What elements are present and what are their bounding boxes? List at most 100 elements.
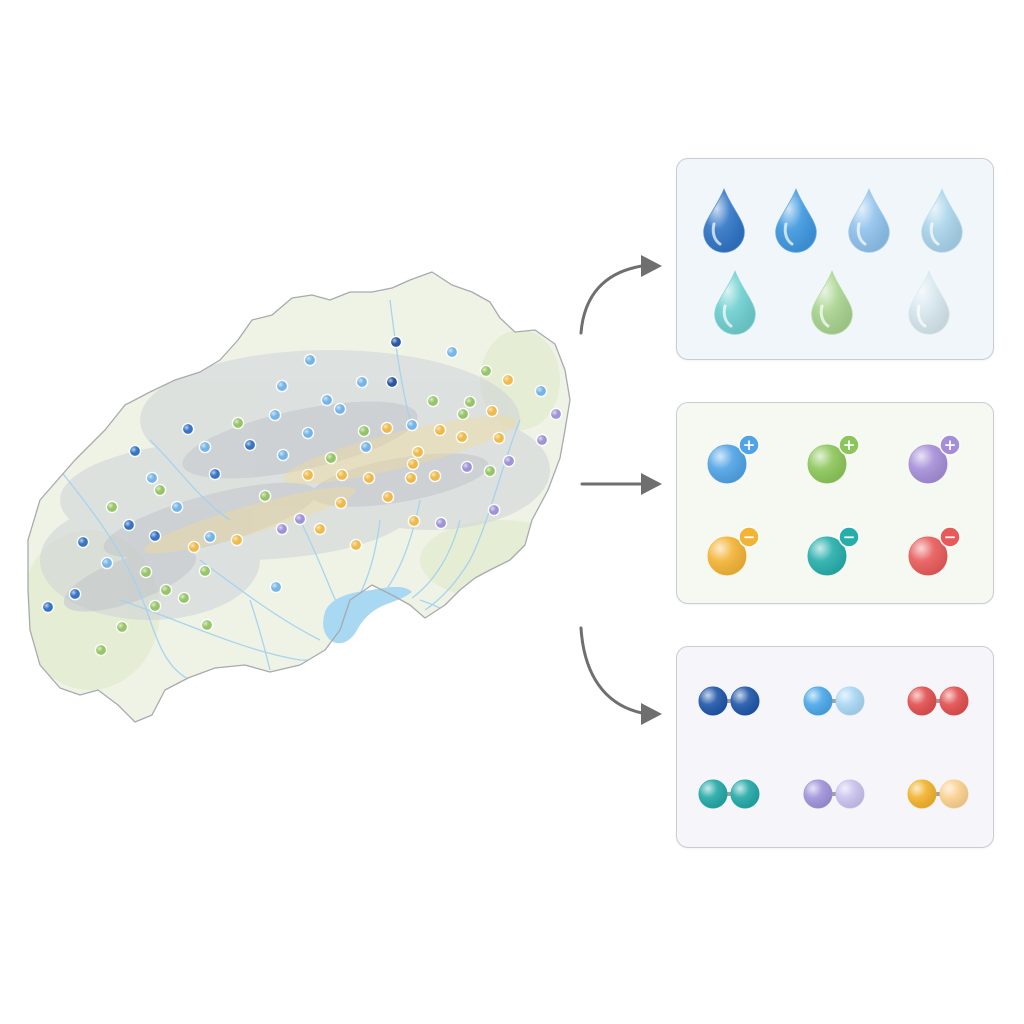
diatomic-molecule-icon: [907, 779, 969, 809]
sample-point: [405, 418, 419, 432]
arrowhead-middle: [641, 473, 662, 495]
diatomic-molecule-icon: [803, 686, 865, 716]
sample-point: [407, 514, 421, 528]
cation-icon: +: [908, 434, 961, 484]
sample-point: [115, 620, 129, 634]
sample-point: [428, 469, 442, 483]
anion-icon: −: [707, 526, 760, 576]
diatomic-molecule-icon: [698, 779, 760, 809]
sample-point: [258, 489, 272, 503]
sample-point: [455, 430, 469, 444]
sample-point: [230, 533, 244, 547]
sample-point: [501, 373, 515, 387]
sample-point: [487, 503, 501, 517]
sample-point: [385, 375, 399, 389]
sample-point: [434, 516, 448, 530]
water-drop-icon: [908, 269, 950, 335]
sample-point: [268, 408, 282, 422]
charge-sign: −: [843, 528, 856, 546]
arrow-to-water-panel: [579, 264, 644, 335]
sample-point: [320, 393, 334, 407]
sample-point: [303, 353, 317, 367]
charge-sign: −: [743, 528, 756, 546]
sample-point: [404, 471, 418, 485]
sample-point: [362, 471, 376, 485]
water-drops: [703, 187, 963, 335]
sample-point: [456, 407, 470, 421]
diatomic-molecule-icon: [698, 686, 760, 716]
cation-icon: +: [707, 434, 760, 484]
terrain: [28, 272, 570, 722]
diatomic-molecule-icon: [803, 779, 865, 809]
sample-point: [485, 404, 499, 418]
sample-point: [243, 438, 257, 452]
sample-point: [492, 431, 506, 445]
sample-point: [534, 384, 548, 398]
sample-point: [535, 433, 549, 447]
ions: + + + − − −: [707, 434, 961, 576]
sample-point: [203, 530, 217, 544]
sample-point: [145, 471, 159, 485]
sample-point: [41, 600, 55, 614]
sample-point: [502, 454, 516, 468]
anion-icon: −: [807, 526, 860, 576]
water-drop-icon: [848, 187, 890, 253]
sample-point: [148, 529, 162, 543]
water-drop-icon: [714, 269, 756, 335]
sample-point: [269, 580, 283, 594]
sample-point: [349, 538, 363, 552]
sample-point: [333, 402, 347, 416]
sample-point: [355, 375, 369, 389]
sample-point: [198, 440, 212, 454]
sample-point: [208, 467, 222, 481]
water-drop-icon: [703, 187, 745, 253]
sample-point: [200, 618, 214, 632]
sample-point: [406, 457, 420, 471]
sample-point: [479, 364, 493, 378]
water-drop-icon: [921, 187, 963, 253]
sample-point: [76, 535, 90, 549]
sample-point: [139, 565, 153, 579]
sample-point: [334, 496, 348, 510]
water-drop-icon: [811, 269, 853, 335]
sample-point: [389, 335, 403, 349]
sample-point: [153, 483, 167, 497]
map-border: [27, 271, 571, 723]
arrowhead-top: [641, 255, 662, 277]
diatomic-molecules-panel: [676, 646, 994, 848]
arrow-to-diatomic-panel: [579, 626, 644, 715]
sample-point: [198, 564, 212, 578]
sample-point: [483, 464, 497, 478]
diatomic-molecule-icon: [907, 686, 969, 716]
charge-sign: +: [944, 436, 957, 454]
sample-point: [122, 518, 136, 532]
lake: [323, 586, 412, 644]
cation-icon: +: [807, 434, 860, 484]
anion-icon: −: [908, 526, 961, 576]
sample-point: [68, 587, 82, 601]
sample-point: [313, 522, 327, 536]
sample-point: [159, 583, 173, 597]
sample-point: [301, 426, 315, 440]
sample-point: [301, 468, 315, 482]
charge-sign: −: [944, 528, 957, 546]
sample-point: [177, 591, 191, 605]
sample-point: [357, 424, 371, 438]
sample-point: [293, 512, 307, 526]
water-drop-icon: [775, 187, 817, 253]
sample-point: [100, 556, 114, 570]
sample-point: [275, 379, 289, 393]
sample-points: [41, 335, 563, 657]
sample-point: [187, 540, 201, 554]
sample-point: [433, 423, 447, 437]
sample-point: [275, 522, 289, 536]
sample-point: [335, 468, 349, 482]
sample-point: [324, 451, 338, 465]
sample-point: [380, 421, 394, 435]
charge-sign: +: [843, 436, 856, 454]
sample-point: [105, 500, 119, 514]
sample-point: [381, 490, 395, 504]
